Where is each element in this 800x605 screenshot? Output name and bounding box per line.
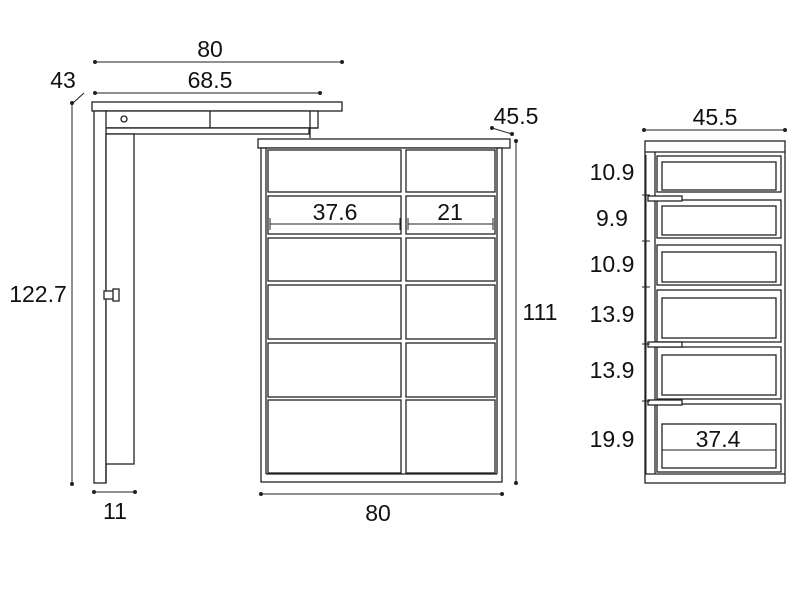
drawer-left-3 [267, 237, 402, 282]
drawer-right-4 [405, 284, 496, 340]
side-stop-3 [647, 399, 683, 406]
drawer-left-6 [267, 399, 402, 474]
front-depth-dim-line [491, 127, 513, 135]
dim-endpoint [93, 91, 97, 95]
drawer-height-label-6: 19.9 [590, 426, 635, 452]
drawer-height-label-2: 9.9 [596, 205, 628, 231]
leg-width-label: 11 [103, 498, 127, 524]
dim-endpoint [500, 492, 504, 496]
drawer-right-3 [405, 237, 496, 282]
drawer-right-2 [405, 195, 496, 235]
leg-bolt-head [112, 288, 120, 302]
dim-endpoint [510, 132, 514, 136]
dim-endpoint [783, 128, 787, 132]
side-drawer-4-inner [661, 297, 777, 339]
desk-apron [103, 110, 319, 129]
right-drawer-width-label: 21 [437, 199, 463, 225]
drawer-left-4 [267, 284, 402, 340]
inner-width-label: 68.5 [188, 67, 233, 93]
dim-endpoint [259, 492, 263, 496]
dim-endpoint [70, 482, 74, 486]
drawer-height-label-4: 13.9 [590, 301, 635, 327]
front-depth-label: 45.5 [494, 103, 539, 129]
dim-endpoint [514, 481, 518, 485]
drawer-left-2 [267, 195, 402, 235]
top-depth-label: 43 [50, 67, 76, 93]
dim-endpoint [133, 490, 137, 494]
drawer-height-label-5: 13.9 [590, 357, 635, 383]
side-stop-2 [647, 341, 683, 348]
side-stop-1 [647, 195, 683, 202]
dim-endpoint [642, 128, 646, 132]
dim-endpoint [490, 126, 494, 130]
drawer-height-label-3: 10.9 [590, 251, 635, 277]
side-drawer-2-inner [661, 205, 777, 236]
side-drawer-5-inner [661, 354, 777, 396]
inner-drawer-width-label: 37.4 [696, 426, 741, 452]
apron-rail [103, 127, 310, 135]
left-drawer-width-label: 37.6 [313, 199, 358, 225]
side-drawer-6-inner [661, 423, 777, 469]
dim-endpoint [340, 60, 344, 64]
dim-endpoint [514, 139, 518, 143]
drawer-right-5 [405, 342, 496, 398]
front-height-label: 111 [523, 299, 558, 325]
dim-endpoint [93, 60, 97, 64]
drawer-right-1 [405, 149, 496, 193]
side-drawer-1-inner [661, 161, 777, 191]
side-drawer-3-inner [661, 251, 777, 283]
top-width-label: 80 [197, 36, 223, 62]
front-width-label: 80 [365, 500, 391, 526]
side-depth-label: 45.5 [693, 104, 738, 130]
top-depth-dim-line [72, 92, 85, 104]
dim-endpoint [92, 490, 96, 494]
apron-knob [120, 115, 128, 123]
dim-endpoint [318, 91, 322, 95]
height-label: 122.7 [9, 281, 67, 307]
drawer-right-6 [405, 399, 496, 474]
chest-front-view: 45.5 37.6 21 111 [257, 103, 558, 526]
desk-side-view: 80 68.5 43 122.7 11 [9, 36, 344, 524]
drawer-height-label-1: 10.9 [590, 159, 635, 185]
drawer-left-1 [267, 149, 402, 193]
chest-side-view: 45.5 10.9 9.9 10.9 13.9 1 [590, 104, 787, 484]
drawer-left-5 [267, 342, 402, 398]
dim-endpoint [70, 101, 74, 105]
chest-top-board [257, 138, 511, 149]
desk-top-slab [91, 101, 343, 112]
